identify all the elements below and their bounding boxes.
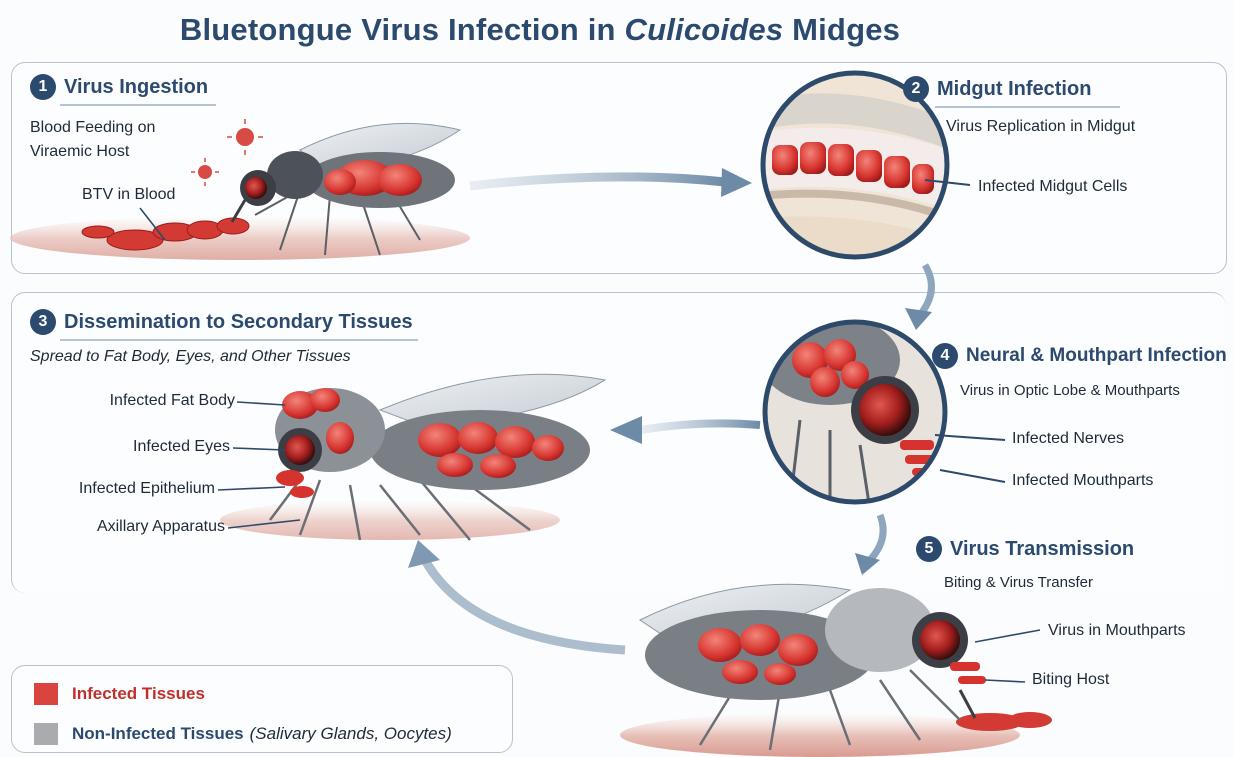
step-1-title: Virus Ingestion — [64, 76, 208, 99]
step-4-title: Neural & Mouthpart Infection — [966, 345, 1227, 367]
label-biting-host: Biting Host — [1032, 671, 1109, 689]
label-axillary-apparatus: Axillary Apparatus — [30, 518, 225, 536]
step-2-heading: 2 Midgut Infection — [903, 76, 1091, 102]
step-4-number: 4 — [932, 343, 958, 369]
neural-circle-illustration — [760, 315, 950, 510]
step-5-number: 5 — [916, 536, 942, 562]
step-2-subtitle: Virus Replication in Midgut — [946, 118, 1135, 136]
step-1-subtitle: Blood Feeding on Viraemic Host — [30, 116, 155, 164]
step-4-heading: 4 Neural & Mouthpart Infection — [932, 343, 1227, 369]
label-infected-epithelium: Infected Epithelium — [20, 480, 215, 498]
label-infected-eyes: Infected Eyes — [40, 438, 230, 456]
midge-transmission-illustration — [620, 584, 1052, 757]
step-4-subtitle: Virus in Optic Lobe & Mouthparts — [960, 382, 1180, 399]
legend-infected-label: Infected Tissues — [72, 684, 205, 704]
legend-infected: Infected Tissues — [34, 683, 205, 705]
step-3-title: Dissemination to Secondary Tissues — [64, 311, 413, 334]
step-5-heading: 5 Virus Transmission — [916, 536, 1134, 562]
legend-non-infected: Non-Infected Tissues (Salivary Glands, O… — [34, 723, 452, 745]
midge-dissemination-illustration — [220, 374, 605, 540]
step-2-underline — [935, 106, 1120, 108]
legend-non-infected-label: Non-Infected Tissues — [72, 724, 244, 744]
step-3-subtitle: Spread to Fat Body, Eyes, and Other Tiss… — [30, 348, 351, 366]
step-3-number: 3 — [30, 309, 56, 335]
step-3-heading: 3 Dissemination to Secondary Tissues — [30, 309, 413, 335]
legend-non-infected-swatch — [34, 723, 58, 745]
label-infected-midgut-cells: Infected Midgut Cells — [978, 178, 1127, 196]
step-2-title: Midgut Infection — [937, 78, 1091, 101]
label-infected-fat-body: Infected Fat Body — [40, 392, 235, 410]
label-infected-mouthparts: Infected Mouthparts — [1012, 472, 1153, 490]
legend-non-infected-note: (Salivary Glands, Oocytes) — [250, 724, 452, 744]
label-btv-in-blood: BTV in Blood — [82, 186, 175, 204]
step-1-underline — [60, 104, 216, 106]
step-3-underline — [60, 339, 418, 341]
step-5-subtitle: Biting & Virus Transfer — [944, 574, 1093, 591]
step-1-number: 1 — [30, 74, 56, 100]
legend-infected-swatch — [34, 683, 58, 705]
label-infected-nerves: Infected Nerves — [1012, 430, 1124, 448]
step-1-heading: 1 Virus Ingestion — [30, 74, 208, 100]
step-2-number: 2 — [903, 76, 929, 102]
label-virus-in-mouthparts: Virus in Mouthparts — [1048, 622, 1186, 640]
step-5-title: Virus Transmission — [950, 538, 1134, 561]
